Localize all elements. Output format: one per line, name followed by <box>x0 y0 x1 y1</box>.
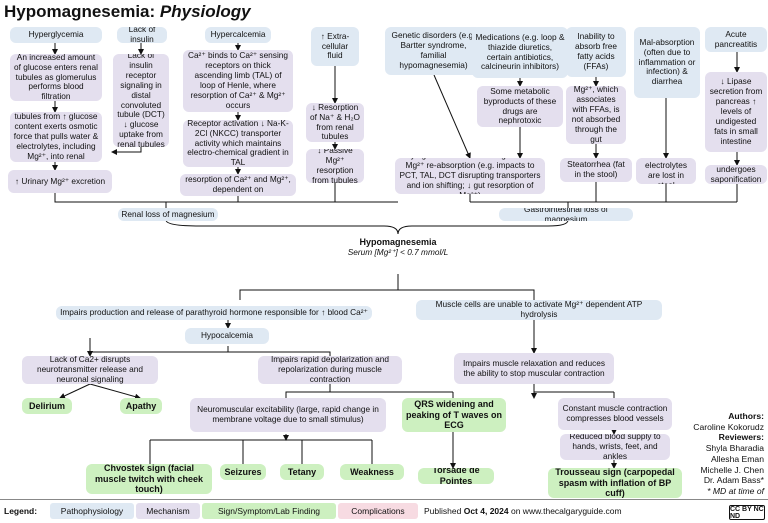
license-badge: CC BY NC ND <box>729 505 765 520</box>
authors-block: Authors: Caroline Kokorudz Reviewers: Sh… <box>664 411 764 508</box>
mech-passive-paracellular: Passive paracellular resorption of Ca²⁺ … <box>180 174 296 196</box>
legend-mechanism: Mechanism <box>136 503 200 519</box>
effect-neuromuscular-excitability: Neuromuscular excitability (large, rapid… <box>190 398 386 432</box>
effect-pth-impaired: Impairs production and release of parath… <box>56 306 372 320</box>
reviewer-name: Michelle J. Chen <box>700 464 764 475</box>
cause-hyperglycemia: Hyperglycemia <box>10 27 102 43</box>
legend-complications: Complications <box>338 503 418 519</box>
renal-loss-magnesium: Renal loss of magnesium <box>118 208 218 221</box>
title-main: Hypomagnesemia: <box>4 2 156 21</box>
effect-muscle-relaxation-impaired: Impairs muscle relaxation and reduces th… <box>454 353 614 384</box>
effect-constant-contraction: Constant muscle contraction compresses b… <box>558 398 672 430</box>
mech-steatorrhea: Steatorrhea (fat in the stool) <box>560 158 632 182</box>
cause-extracellular-fluid: ↑ Extra-cellular fluid <box>311 27 359 66</box>
legend-pathophysiology: Pathophysiology <box>50 503 134 519</box>
cause-ffa-absorption: Inability to absorb free fatty acids (FF… <box>566 27 626 77</box>
center-definition: Serum [Mg²⁺] < 0.7 mmol/L <box>347 247 449 257</box>
cause-lack-insulin: Lack of insulin <box>117 27 167 43</box>
mech-insulin-receptor: Lack of insulin receptor signaling in di… <box>113 54 169 147</box>
mech-glucose-filtration: An increased amount of glucose enters re… <box>10 54 102 101</box>
legend-sign-symptom: Sign/Symptom/Lab Finding <box>202 503 336 519</box>
title-sub: Physiology <box>159 2 251 21</box>
gi-loss-magnesium: Gastrointestinal loss of magnesium <box>499 208 633 221</box>
published-suffix: on www.thecalgaryguide.com <box>510 506 622 516</box>
mech-saponification: Mg²⁺ undergoes saponification in necroti… <box>705 165 767 184</box>
sign-seizures: Seizures <box>220 464 266 480</box>
mech-solute-osmotic: ↑ [Solute] in renal tubules from ↑ gluco… <box>10 112 102 162</box>
published-info: Published Oct 4, 2024 on www.thecalgaryg… <box>424 503 724 519</box>
sign-weakness: Weakness <box>340 464 404 480</box>
published-prefix: Published <box>424 506 462 516</box>
mech-varying-mechanisms: Varying mechanisms causing defective Mg²… <box>395 158 545 194</box>
sign-tetany: Tetany <box>280 464 324 480</box>
mech-lipase-secretion: ↓ Lipase secretion from pancreas ↑ level… <box>705 72 767 152</box>
effect-atp-hydrolysis: Muscle cells are unable to activate Mg²⁺… <box>416 300 662 320</box>
sign-delirium: Delirium <box>22 398 72 414</box>
mech-passive-mg-resorption: ↓ Passive Mg²⁺ resorption from tubules <box>306 149 364 183</box>
reviewer-name: Dr. Adam Bass* <box>703 475 764 486</box>
reviewer-name: Allesha Eman <box>710 453 764 464</box>
mech-nephrotoxic-byproducts: Some metabolic byproducts of these drugs… <box>477 86 563 127</box>
sign-chvostek: Chvostek sign (facial muscle twitch with… <box>86 464 212 494</box>
cause-medications: Medications (e.g. loop & thiazide diuret… <box>472 27 568 78</box>
sign-apathy: Apathy <box>120 398 162 414</box>
mech-nutrients-lost: Nutrients & electrolytes are lost in sto… <box>636 158 696 184</box>
authors-label: Authors: <box>728 411 764 421</box>
cause-malabsorption: Mal-absorption (often due to inflammatio… <box>634 27 700 98</box>
center-hypomagnesemia: Hypomagnesemia <box>359 237 437 247</box>
reviewer-name: Shyla Bharadia <box>705 443 764 454</box>
effect-depolarization-impaired: Impairs rapid depolarization and repolar… <box>258 356 402 384</box>
mech-urinary-excretion: ↑ Urinary Mg²⁺ excretion <box>8 170 112 193</box>
effect-neurotransmitter-disruption: Lack of Ca2+ disrupts neurotransmitter r… <box>22 356 158 384</box>
page-title: Hypomagnesemia: Physiology <box>4 2 251 22</box>
mech-mg-ffa-not-absorbed: Mg²⁺, which associates with FFAs, is not… <box>566 86 626 144</box>
effect-hypocalcemia: Hypocalcemia <box>185 328 269 344</box>
complication-torsade: Torsade de Pointes <box>418 468 494 484</box>
cause-genetic-disorders: Genetic disorders (e.g. Bartter syndrome… <box>385 27 482 75</box>
mech-na-water-resorption: ↓ Resorption of Na⁺ & H₂O from renal tub… <box>306 103 364 142</box>
sign-qrs-widening: QRS widening and peaking of T waves on E… <box>402 398 506 432</box>
reviewers-label: Reviewers: <box>718 432 764 443</box>
mech-nkcc-activity: Receptor activation ↓ Na-K-2Cl (NKCC) tr… <box>183 120 293 167</box>
legend-label: Legend: <box>4 506 38 516</box>
cause-hypercalcemia: Hypercalcemia <box>205 27 271 43</box>
mech-ca-binds-receptor: Ca²⁺ binds to Ca²⁺ sensing receptors on … <box>183 50 293 112</box>
effect-reduced-blood-supply: Reduced blood supply to hands, wrists, f… <box>560 434 670 460</box>
sign-trousseau: Trousseau sign (carpopedal spasm with in… <box>548 468 682 498</box>
author-name: Caroline Kokorudz <box>693 421 764 432</box>
cause-acute-pancreatitis: Acute pancreatitis <box>705 27 767 52</box>
published-date: Oct 4, 2024 <box>463 506 509 516</box>
